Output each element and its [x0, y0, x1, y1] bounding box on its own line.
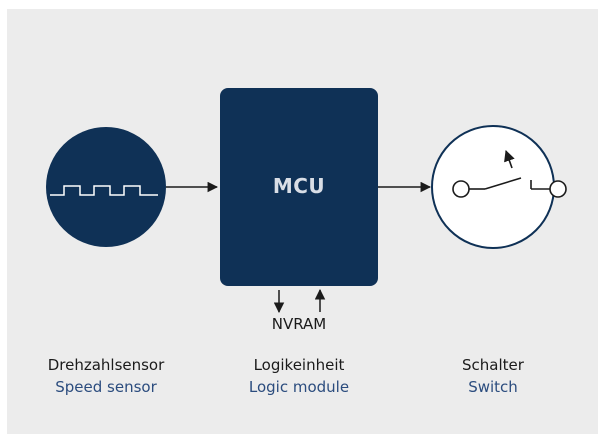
- switch-node: [431, 125, 567, 249]
- switch-caption-de: Schalter: [462, 356, 524, 374]
- switch-caption-en: Switch: [468, 378, 518, 396]
- switch-caption: Schalter Switch: [408, 354, 578, 398]
- relay-switch-icon: [452, 149, 567, 198]
- sensor-caption-en: Speed sensor: [55, 378, 157, 396]
- sensor-caption: Drehzahlsensor Speed sensor: [21, 354, 191, 398]
- square-wave-icon: [50, 185, 158, 196]
- nvram-label: NVRAM: [271, 315, 327, 333]
- speed-sensor-circle: [46, 127, 166, 247]
- logic-caption-de: Logikeinheit: [253, 356, 345, 374]
- logic-caption-en: Logic module: [248, 378, 350, 396]
- mcu-label: MCU: [272, 174, 326, 198]
- speed-sensor-node: [46, 127, 166, 247]
- mcu-block: [220, 88, 378, 286]
- logic-caption: Logikeinheit Logic module: [214, 354, 384, 398]
- sensor-caption-de: Drehzahlsensor: [47, 356, 165, 374]
